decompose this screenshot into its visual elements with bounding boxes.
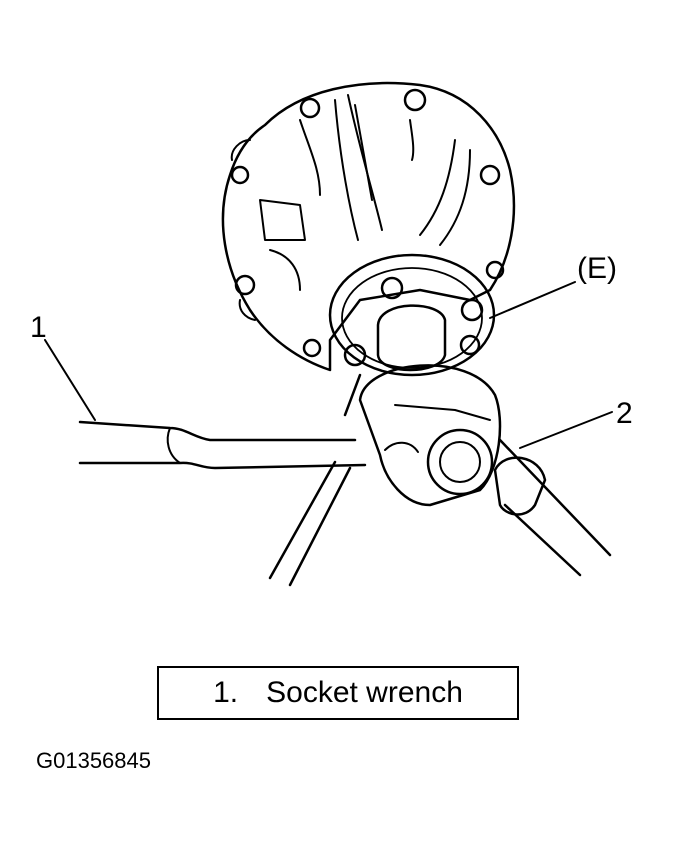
callout-1: 1 — [30, 311, 47, 344]
socket — [426, 428, 494, 496]
housing-bolt — [485, 260, 505, 280]
housing-bolt — [299, 97, 321, 119]
housing-bolt — [230, 165, 250, 185]
wrench-grip-end — [166, 427, 181, 464]
housing-contour — [230, 139, 256, 321]
holder-tool-shaft-lower — [503, 503, 582, 577]
housing-rib-2 — [334, 99, 359, 241]
housing-rib-8 — [269, 249, 301, 291]
legend-box: 1. Socket wrench — [157, 666, 519, 720]
flange-bolt — [460, 298, 484, 322]
housing-rib-5 — [419, 139, 456, 236]
companion-flange — [328, 253, 496, 377]
housing-bolt — [403, 88, 427, 112]
wrench-handle-lower — [78, 461, 367, 470]
support-leg — [343, 373, 362, 417]
support-leg — [288, 466, 352, 587]
leader-line-e — [489, 281, 576, 319]
flange-bolt — [380, 276, 404, 300]
wrench-ratchet — [384, 441, 419, 453]
callout-e: (E) — [577, 252, 617, 285]
leader-line-1 — [44, 339, 96, 421]
housing-bolt — [234, 274, 256, 296]
housing-rib-7 — [259, 199, 306, 241]
flange-bolt — [459, 334, 481, 356]
housing-rib-6 — [439, 149, 471, 246]
housing-bolt — [479, 164, 501, 186]
holder-tool-head — [493, 456, 547, 516]
legend-number: 1. — [213, 676, 239, 709]
socket-spline — [439, 441, 481, 483]
housing-rib-3 — [354, 104, 373, 201]
legend-label: Socket wrench — [266, 676, 463, 709]
wrench-head — [358, 364, 502, 507]
flange-bolt — [343, 343, 367, 367]
companion-flange-inner — [341, 267, 483, 369]
flange-hub — [376, 304, 447, 372]
housing-rib-4 — [299, 119, 321, 196]
figure-code: G01356845 — [36, 748, 151, 773]
leader-line-2 — [519, 411, 613, 449]
housing-bolt — [302, 338, 322, 358]
callout-2: 2 — [616, 397, 633, 430]
holder-tool-shaft — [498, 438, 612, 557]
housing-rib-9 — [409, 119, 415, 161]
support-leg — [268, 460, 337, 580]
wrench-neck — [394, 404, 491, 421]
wrench-handle — [78, 420, 357, 442]
carrier-housing — [221, 81, 516, 372]
